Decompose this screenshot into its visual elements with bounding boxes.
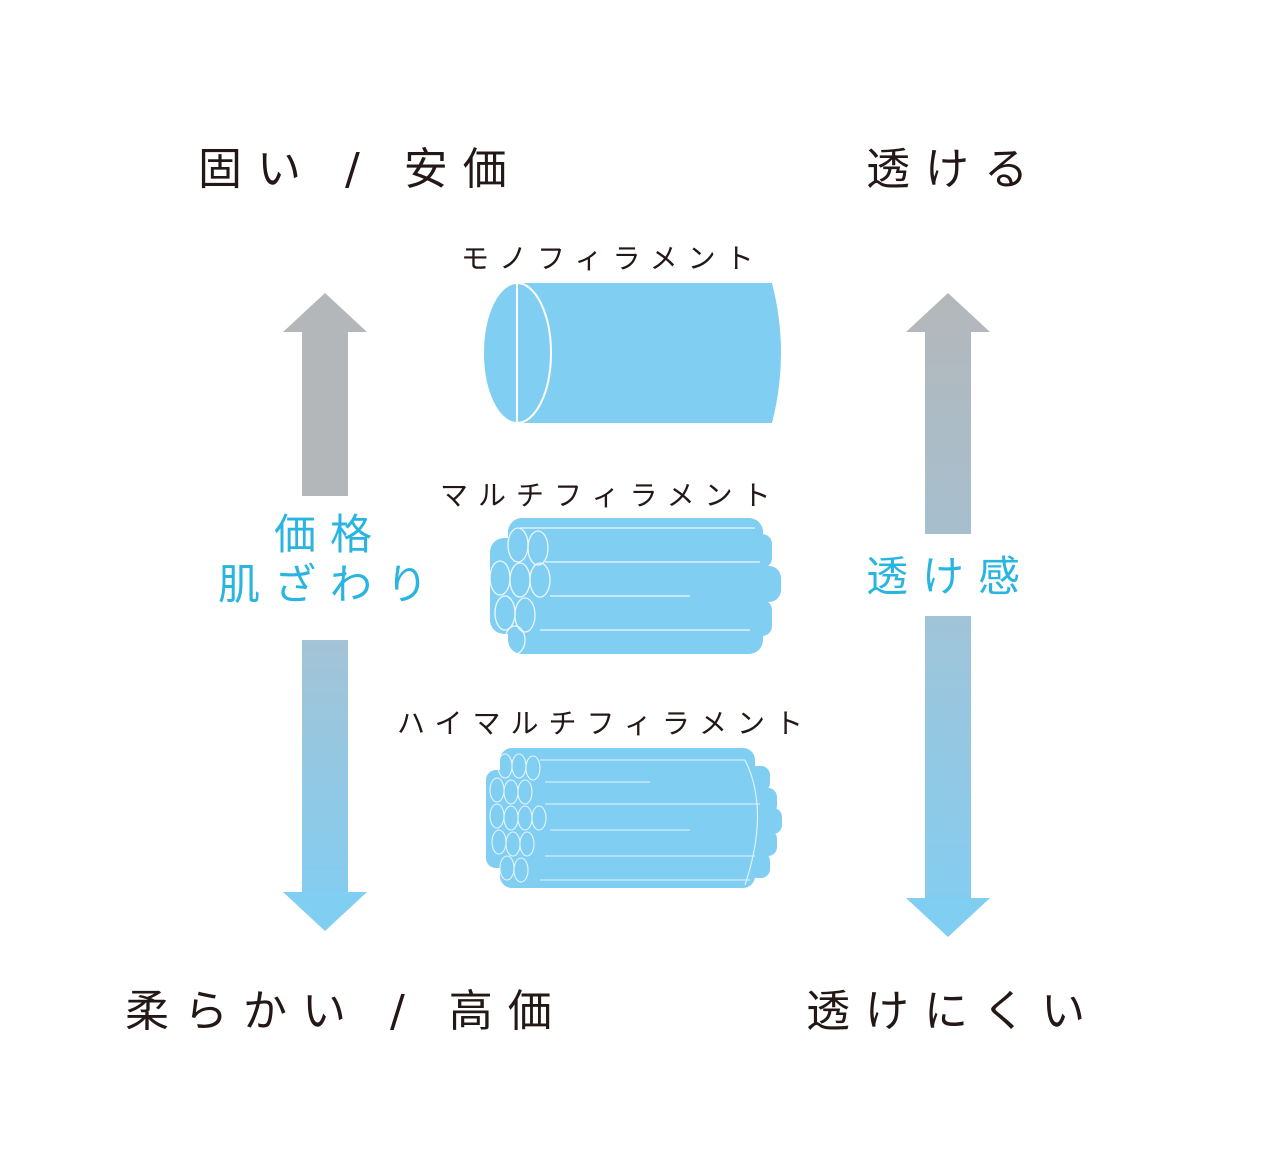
right-arrow-up — [906, 293, 990, 534]
left-arrow-shaft-lower — [302, 640, 348, 894]
bottom-right-label: 透けにくい — [806, 986, 1101, 1037]
left-arrow-down — [283, 892, 367, 931]
left-arrow-up — [283, 293, 367, 496]
bottom-left-label: 柔らかい / 高価 — [125, 986, 567, 1037]
left-axis-label-line2: 肌ざわり — [217, 560, 442, 610]
left-axis-arrow — [283, 293, 367, 931]
multifilament-illustration — [489, 518, 781, 656]
multifilament-label: マルチフィラメント — [440, 479, 781, 512]
hi-multifilament-label: ハイマルチフィラメント — [397, 707, 814, 740]
right-axis-arrow — [906, 293, 990, 937]
monofilament-illustration — [482, 282, 781, 424]
monofilament-label: モノフィラメント — [461, 242, 764, 275]
left-axis-label-line1: 価格 — [273, 510, 386, 559]
left-axis-label: 価格 肌ざわり — [205, 510, 455, 611]
top-right-label: 透ける — [866, 144, 1043, 195]
right-arrow-shaft-lower — [925, 616, 971, 900]
hi-multifilament-illustration — [486, 748, 782, 888]
right-axis-label: 透け感 — [866, 552, 1035, 601]
right-arrow-down — [906, 898, 990, 937]
top-left-label: 固い / 安価 — [198, 144, 522, 195]
